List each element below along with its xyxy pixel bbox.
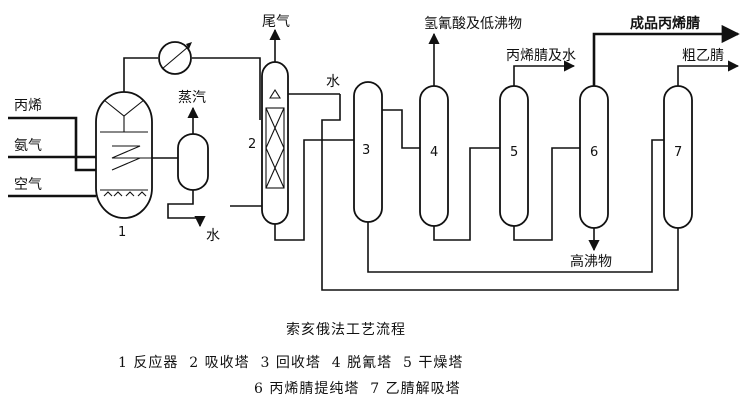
unit-7-number: 7 <box>674 145 682 160</box>
acrylonitrile-water-line <box>513 60 576 86</box>
unit-6-number: 6 <box>590 145 598 160</box>
high-boilers-label: 高沸物 <box>570 253 612 270</box>
propylene-label: 丙烯 <box>14 98 42 114</box>
unit-1-number: 1 <box>118 225 126 240</box>
tail-gas-label: 尾气 <box>262 14 290 30</box>
propylene-feed-line <box>8 116 96 172</box>
absorber-2 <box>261 61 289 225</box>
unit-5-number: 5 <box>510 145 518 160</box>
water-in-label: 水 <box>326 74 340 90</box>
caption-legend-line-1: 1 反应器 2 吸收塔 3 回收塔 4 脱氰塔 5 干燥塔 <box>118 354 463 371</box>
reactor-outlet-line <box>123 57 158 92</box>
product-label: 成品丙烯腈 <box>630 15 700 32</box>
acrylonitrile-water-label: 丙烯腈及水 <box>506 48 576 64</box>
recycle-water-line <box>321 94 679 291</box>
steam-label: 蒸汽 <box>178 90 206 106</box>
recovery-bottom-line <box>367 222 604 273</box>
recovery-to-acetonitrile-line <box>604 139 664 273</box>
crude-acetonitrile-label: 粗乙腈 <box>682 48 724 64</box>
reactor-1 <box>95 91 170 219</box>
unit-4-number: 4 <box>430 145 438 160</box>
caption-legend-line-2: 6 丙烯腈提纯塔 7 乙腈解吸塔 <box>254 381 461 397</box>
unit-2-number: 2 <box>248 137 256 152</box>
heat-exchanger-symbol <box>158 41 192 75</box>
cooler-to-absorber-line <box>192 57 261 120</box>
air-label: 空气 <box>14 177 42 193</box>
ammonia-label: 氨气 <box>14 138 42 154</box>
feed-lines <box>8 116 96 198</box>
steam-drum <box>177 133 209 191</box>
unit-3-number: 3 <box>362 143 370 158</box>
water-out-label: 水 <box>206 228 220 244</box>
caption-title: 索亥俄法工艺流程 <box>286 321 406 338</box>
crude-acetonitrile-line <box>677 60 740 86</box>
recovery-to-decyanation-line <box>382 109 420 149</box>
hcn-low-boilers-label: 氢氰酸及低沸物 <box>424 16 522 32</box>
drying-to-purification-line <box>513 147 580 241</box>
absorber-to-recovery-line <box>274 139 354 241</box>
drum-bottom-line <box>167 190 200 219</box>
product-outlet-line <box>592 24 740 86</box>
decyanation-to-drying-line <box>433 147 500 241</box>
